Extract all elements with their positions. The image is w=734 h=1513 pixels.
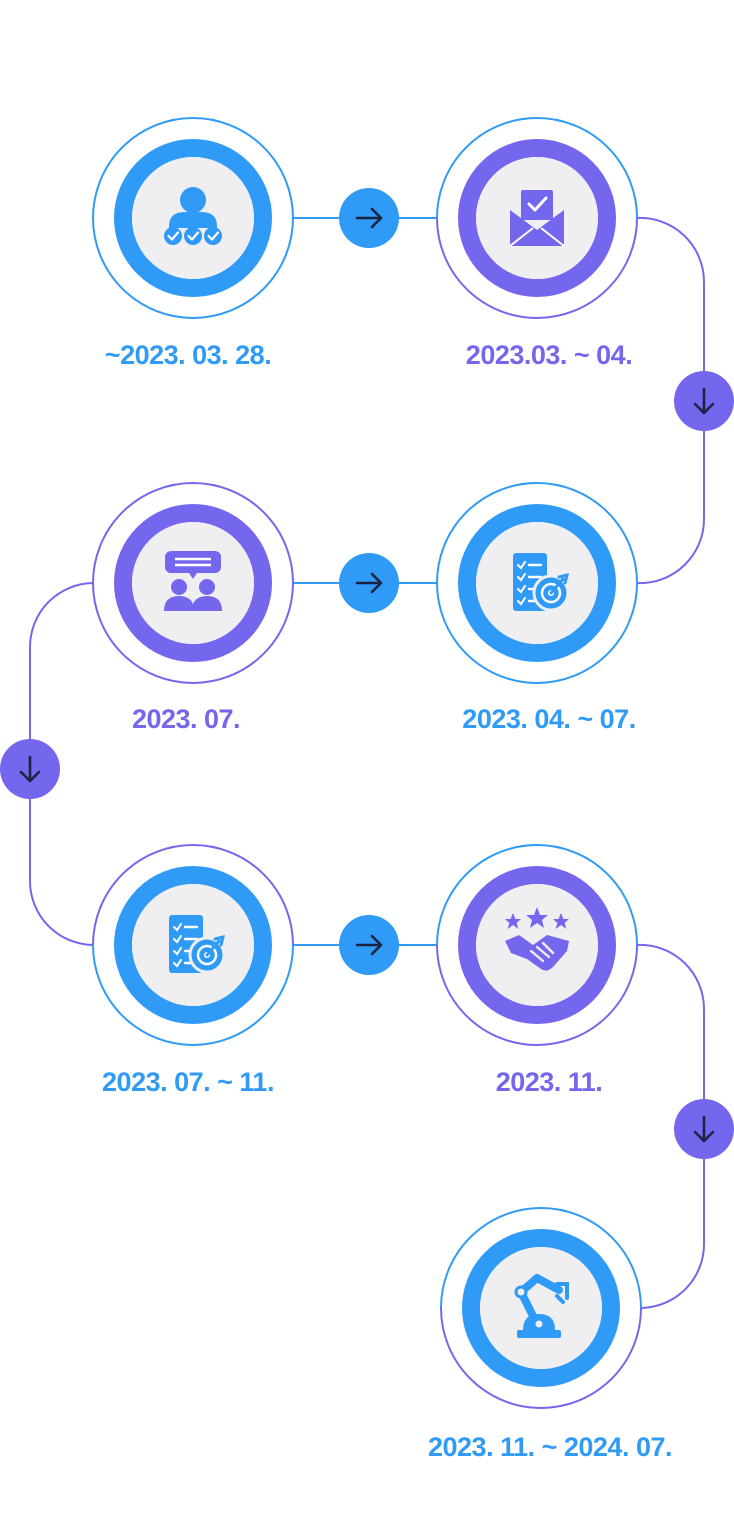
outer-ring-top [92,844,294,946]
outer-ring-bottom [440,1307,642,1409]
step-6-node [436,844,638,1046]
arrow-right-glyph [355,207,383,229]
checklist-target-icon [513,553,570,612]
arrow-right-icon [339,915,399,975]
outer-ring-bottom [92,582,294,684]
handshake-stars-icon [505,907,569,971]
outer-ring-bottom [436,217,638,319]
inner-ring [458,504,616,662]
arrow-down-glyph [19,755,41,783]
checklist-target-icon [169,915,226,974]
outer-ring-bottom [436,944,638,1046]
robot-arm-icon [514,1274,569,1338]
step-4-date: 2023. 07. [131,704,241,734]
arrow-down-glyph [693,1115,715,1143]
outer-ring-top [436,117,638,219]
envelope-check-icon [509,190,565,247]
outer-ring-top [92,117,294,219]
step-3-node [436,482,638,684]
inner-ring [114,866,272,1024]
arrow-right-icon [339,553,399,613]
connector-lines [29,216,706,1309]
arrow-down-icon [674,1099,734,1159]
arrow-right-glyph [355,572,383,594]
inner-ring [458,139,616,297]
step-1-date: ~2023. 03. 28. [104,340,272,370]
step-2-node [436,117,638,319]
step-2-date: 2023.03. ~ 04. [465,340,633,370]
step-7-date: 2023. 11. ~ 2024. 07. [428,1432,672,1462]
step-5-node [92,844,294,1046]
arrow-down-icon [0,739,60,799]
arrow-right-glyph [355,934,383,956]
inner-ring [462,1229,620,1387]
right-bracket-connector [636,943,706,1309]
step-3-date: 2023. 04. ~ 07. [462,704,636,734]
outer-ring-bottom [436,582,638,684]
inner-ring [458,866,616,1024]
outer-ring-bottom [92,217,294,319]
outer-ring-top [436,482,638,584]
step-5-date: 2023. 07. ~ 11. [102,1067,274,1097]
outer-ring-bottom [92,944,294,1046]
step-7-node [440,1207,642,1409]
icon-background [132,522,254,644]
outer-ring-top [92,482,294,584]
step-6-date: 2023. 11. [495,1067,603,1097]
arrow-down-glyph [693,387,715,415]
person-checks-icon [164,187,222,245]
arrow-down-icon [674,371,734,431]
outer-ring-top [436,844,638,946]
step-4-node [92,482,294,684]
step-1-node [92,117,294,319]
arrow-right-icon [339,188,399,248]
inner-ring [114,139,272,297]
inner-ring [114,504,272,662]
meeting-icon [164,551,222,611]
outer-ring-top [440,1207,642,1309]
icon-background [480,1247,602,1369]
